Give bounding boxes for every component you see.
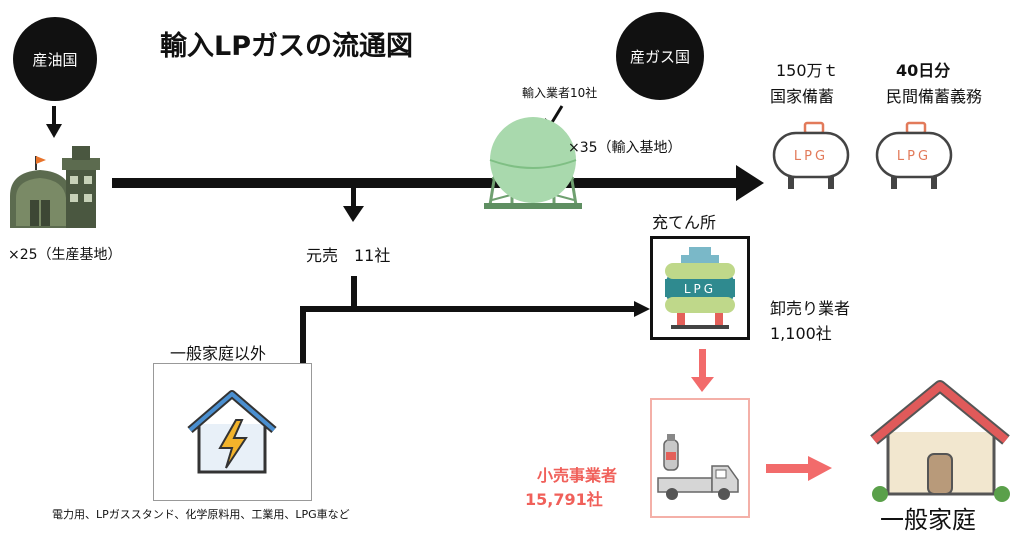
import-bases-label: ×35（輸入基地） xyxy=(568,140,682,156)
wholesalers-count: 1,100社 xyxy=(770,324,832,343)
filling-station-tank-icon: LPG xyxy=(665,247,735,329)
private-tank-label: LPG xyxy=(897,149,931,164)
non-household-box xyxy=(153,363,312,501)
national-reserve-amount: 150万ｔ xyxy=(776,61,839,80)
production-bases-label: ×25（生産基地） xyxy=(8,247,122,263)
import-tank-icon xyxy=(484,117,582,209)
arrow-to-distributors xyxy=(343,186,364,222)
household-house-icon xyxy=(870,380,1010,502)
non-household-uses: 電力用、LPガススタンド、化学原料用、工業用、LPG車など xyxy=(52,508,350,521)
gas-producing-country-label: 産ガス国 xyxy=(629,47,690,66)
gas-producing-country-circle: 産ガス国 xyxy=(616,12,704,100)
national-reserve-label: 国家備蓄 xyxy=(770,87,835,106)
arrow-retail-to-household xyxy=(766,456,832,481)
delivery-truck-icon xyxy=(657,434,739,500)
private-reserve-tank-icon: LPG xyxy=(875,121,953,189)
retailers-count: 15,791社 xyxy=(525,490,603,509)
main-flow-arrow xyxy=(112,165,764,201)
arrow-country-to-base xyxy=(46,106,62,138)
primary-distributors-label: 元売 11社 xyxy=(306,246,391,265)
importers-label: 輸入業者10社 xyxy=(522,86,598,100)
wholesalers-label: 卸売り業者 xyxy=(770,299,851,318)
national-tank-label: LPG xyxy=(794,149,828,164)
non-household-label: 一般家庭以外 xyxy=(170,344,267,363)
production-base-icon xyxy=(10,146,100,228)
national-reserve-tank-icon: LPG xyxy=(772,121,850,189)
producing-country-circle: 産油国 xyxy=(13,17,97,101)
arrow-station-to-retail xyxy=(691,349,714,392)
producing-country-label: 産油国 xyxy=(32,50,78,69)
filling-tank-label: LPG xyxy=(684,282,716,296)
house-electricity-icon xyxy=(187,390,277,474)
retailers-label: 小売事業者 xyxy=(537,466,618,485)
household-label: 一般家庭 xyxy=(880,506,976,534)
private-reserve-label: 民間備蓄義務 xyxy=(886,87,983,106)
filling-station-box: LPG xyxy=(650,236,750,340)
private-reserve-days: 40日分 xyxy=(896,61,951,80)
diagram-title: 輸入LPガスの流通図 xyxy=(160,31,413,62)
distribution-lines xyxy=(300,276,650,364)
retailer-box xyxy=(650,398,750,518)
filling-station-label: 充てん所 xyxy=(652,213,717,232)
